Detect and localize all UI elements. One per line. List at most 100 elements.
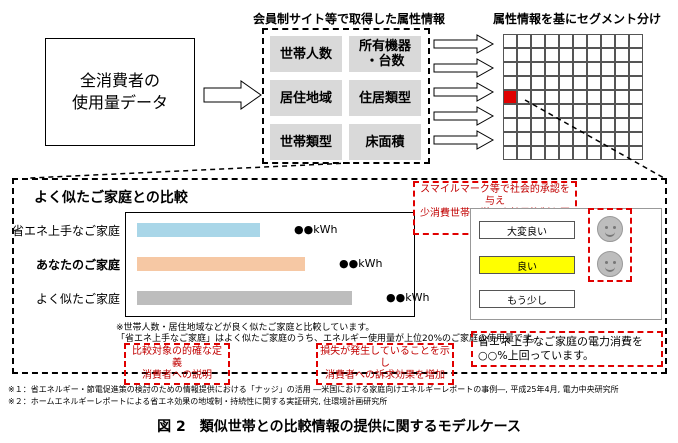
- segment-cell: [545, 76, 559, 90]
- segment-cell: [615, 62, 629, 76]
- segment-cell: [545, 62, 559, 76]
- segment-cell: [545, 34, 559, 48]
- segment-cell: [615, 34, 629, 48]
- segment-cell: [531, 146, 545, 160]
- segment-cell: [573, 132, 587, 146]
- segment-cell: [629, 48, 643, 62]
- segment-cell: [545, 90, 559, 104]
- segment-cell: [545, 104, 559, 118]
- definition-callout: 比較対象の的確な定義消費者への説明: [124, 343, 230, 385]
- segment-cell: [559, 48, 573, 62]
- attribute-appliances: 所有機器・台数: [349, 36, 421, 72]
- segment-cell: [587, 90, 601, 104]
- reference-note-2: ※２：ホームエネルギーレポートによる省エネ効果の地域制・持続性に関する実証研究,…: [8, 397, 388, 406]
- segment-cell: [601, 62, 615, 76]
- segment-cell: [503, 62, 517, 76]
- segment-cell: [601, 34, 615, 48]
- segment-cell: [559, 90, 573, 104]
- segment-cell: [587, 76, 601, 90]
- rating-good: 良い: [479, 256, 575, 274]
- segment-cell: [531, 62, 545, 76]
- attribute-housing-type: 住居類型: [349, 80, 421, 116]
- segment-cell: [545, 118, 559, 132]
- segment-cell: [531, 132, 545, 146]
- segment-cell: [517, 132, 531, 146]
- attribute-section-title: 会員制サイト等で取得した属性情報: [253, 12, 446, 26]
- loss-callout: 損失が発生していることを示し消費者への訴求効果を増加: [316, 343, 454, 385]
- comparison-value-label: ●●kWh: [294, 223, 338, 236]
- segment-cell: [531, 118, 545, 132]
- comparison-bar: [137, 223, 260, 237]
- segment-cell: [559, 146, 573, 160]
- segment-cell: [587, 104, 601, 118]
- segment-cell: [587, 132, 601, 146]
- segment-cell: [615, 90, 629, 104]
- segment-cell: [615, 76, 629, 90]
- attribute-floor-area: 床面積: [349, 124, 421, 160]
- smiley-face-icon: [597, 216, 623, 242]
- segment-cell: [601, 48, 615, 62]
- segment-cell: [559, 132, 573, 146]
- comparison-bar: [137, 291, 352, 305]
- segment-cell: [531, 48, 545, 62]
- segment-cell: [517, 146, 531, 160]
- segment-cell: [517, 90, 531, 104]
- segment-cell: [573, 76, 587, 90]
- segment-cell: [615, 118, 629, 132]
- comparison-container: [12, 178, 667, 374]
- segment-cell: [587, 62, 601, 76]
- segment-cell: [503, 48, 517, 62]
- segment-cell: [503, 76, 517, 90]
- smiley-callout-border: [588, 208, 632, 282]
- segment-cell: [503, 90, 517, 104]
- attribute-household-type: 世帯類型: [270, 124, 342, 160]
- segment-cell: [559, 34, 573, 48]
- message-callout: 省エネ上手なご家庭の電力消費を○○%上回っています。: [471, 331, 663, 367]
- segment-cell: [601, 132, 615, 146]
- segment-cell: [629, 146, 643, 160]
- segment-cell: [629, 90, 643, 104]
- segment-cell: [615, 48, 629, 62]
- segment-cell: [559, 104, 573, 118]
- segment-cell: [615, 146, 629, 160]
- rating-needs-improvement: もう少し: [479, 290, 575, 308]
- comparison-value-label: ●●kWh: [339, 257, 383, 270]
- rating-very-good: 大変良い: [479, 221, 575, 239]
- segment-cell: [517, 118, 531, 132]
- segment-cell: [629, 118, 643, 132]
- segment-cell: [517, 34, 531, 48]
- segment-cell: [545, 48, 559, 62]
- segment-cell: [601, 76, 615, 90]
- segment-section-title: 属性情報を基にセグメント分け: [493, 12, 662, 26]
- reference-note-1: ※１：省エネルギー・節電促進策の検討のための情報提供における「ナッジ」の活用 ―…: [8, 385, 619, 394]
- segment-cell: [629, 62, 643, 76]
- smiley-face-icon: [597, 251, 623, 277]
- segment-cell: [587, 34, 601, 48]
- segment-cell: [629, 34, 643, 48]
- comparison-row-label: よく似たご家庭: [35, 292, 120, 306]
- segment-cell: [517, 48, 531, 62]
- attribute-household-size: 世帯人数: [270, 36, 342, 72]
- segment-cell: [559, 118, 573, 132]
- segment-cell: [573, 146, 587, 160]
- segment-cell: [573, 90, 587, 104]
- figure-caption: 図 2 類似世帯との比較情報の提供に関するモデルケース: [157, 419, 521, 435]
- comparison-footnote-1: ※世帯人数・居住地域などが良く似たご家庭と比較しています。: [116, 323, 375, 333]
- comparison-bar: [137, 257, 305, 271]
- segment-cell: [573, 48, 587, 62]
- consumer-arrow: [203, 80, 262, 110]
- segment-cell: [503, 118, 517, 132]
- segment-cell: [573, 62, 587, 76]
- segment-cell: [517, 76, 531, 90]
- comparison-row-label: 省エネ上手なご家庭: [11, 224, 120, 238]
- segment-cell: [587, 146, 601, 160]
- comparison-title: よく似たご家庭との比較: [34, 190, 188, 206]
- consumer-data-box: 全消費者の 使用量データ: [45, 38, 195, 146]
- segment-grid: [503, 34, 643, 160]
- consumer-data-line1: 全消費者の: [79, 71, 160, 90]
- segment-cell: [559, 76, 573, 90]
- segment-cell: [587, 118, 601, 132]
- segment-cell: [531, 90, 545, 104]
- segment-cell: [615, 132, 629, 146]
- segment-cell: [629, 132, 643, 146]
